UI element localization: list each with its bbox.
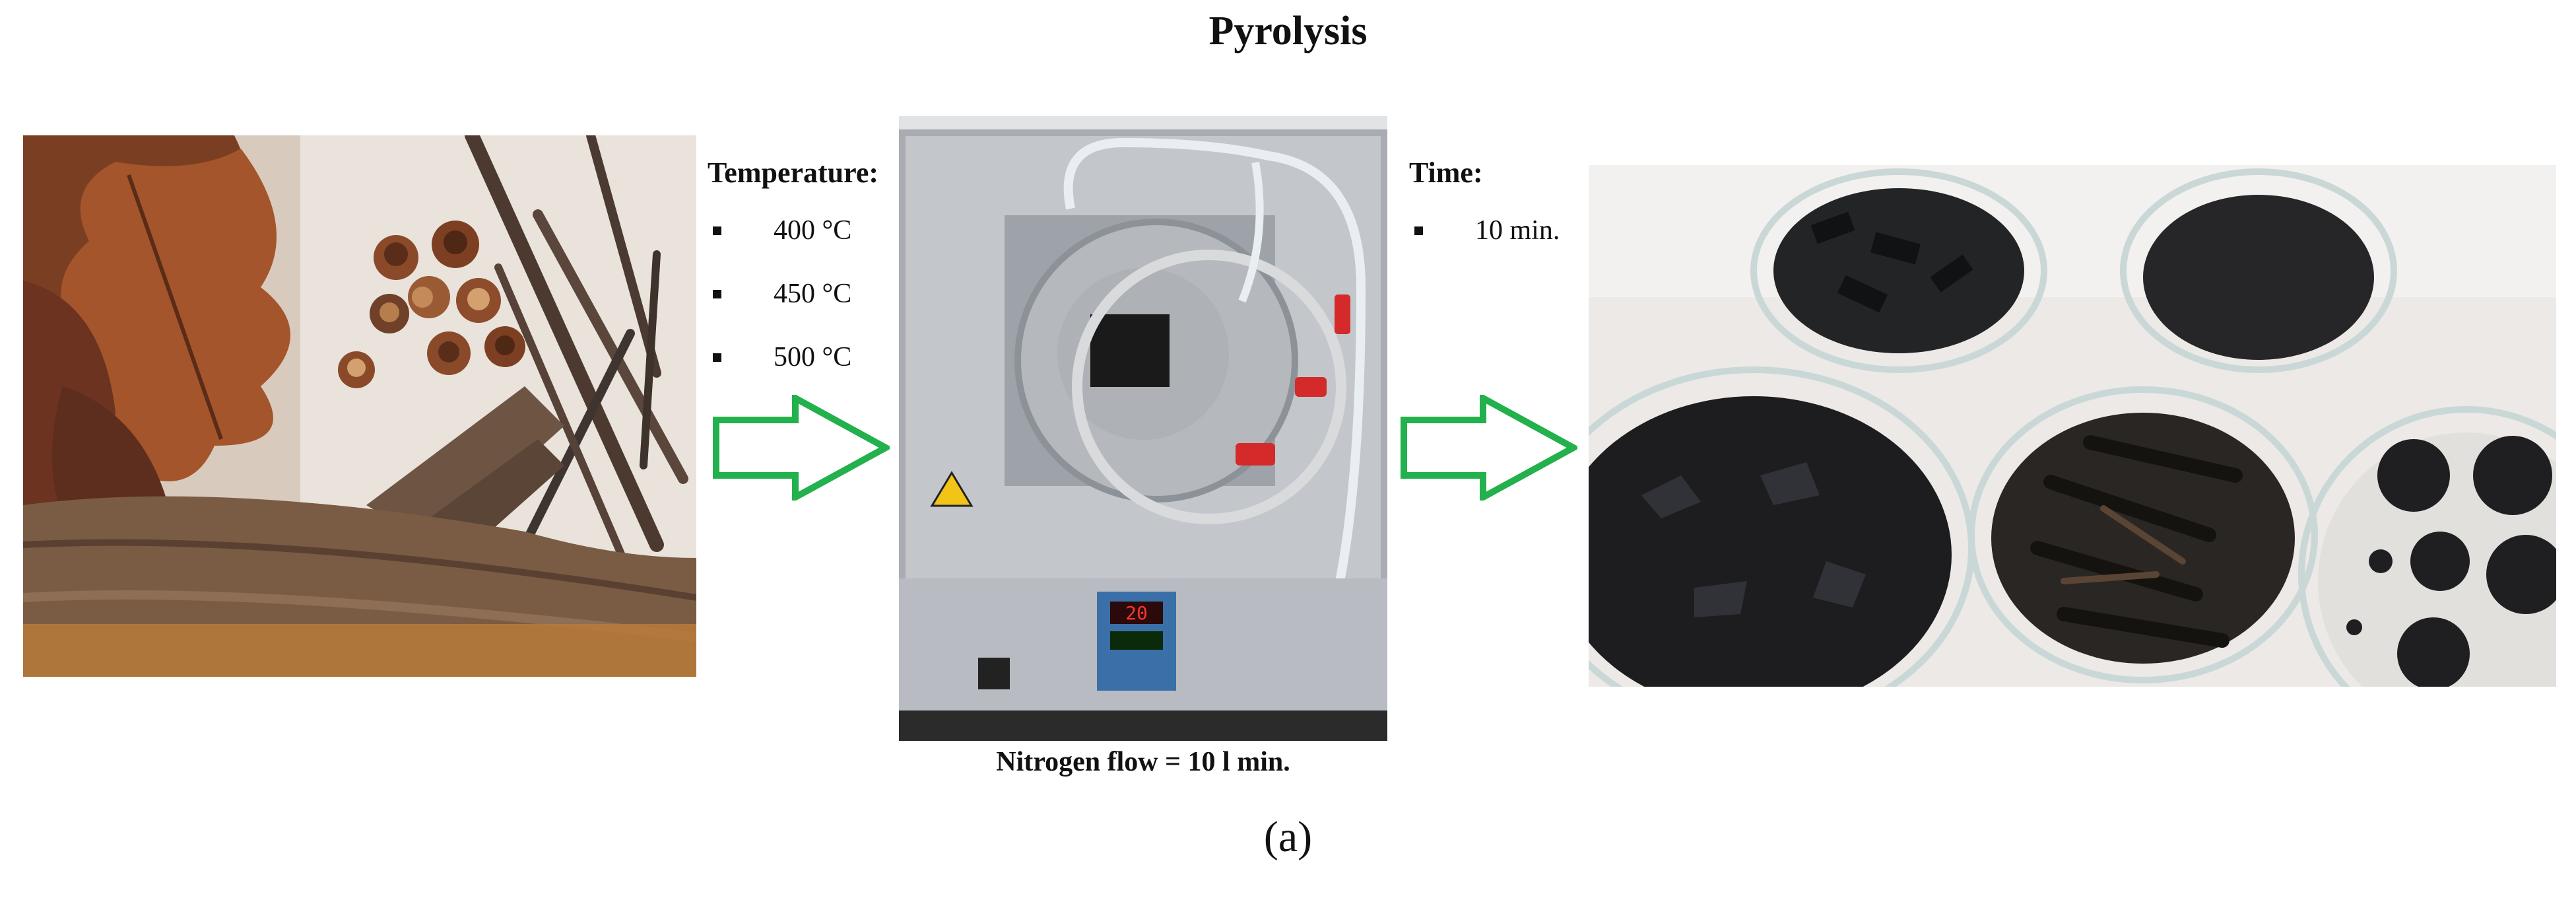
time-item-text: 10 min. — [1475, 215, 1560, 246]
time-list: 10 min. — [1409, 215, 1560, 278]
bullet-icon — [713, 353, 721, 362]
temperature-item-text: 450 °C — [774, 279, 852, 309]
temperature-item: 400 °C — [708, 215, 851, 278]
nitrogen-flow-caption: Nitrogen flow = 10 l min. — [996, 747, 1290, 777]
right-arrow-icon — [1401, 395, 1577, 501]
biomass-photo — [23, 135, 696, 677]
temperature-item-text: 400 °C — [774, 215, 852, 246]
temperature-label: Temperature: — [708, 156, 879, 189]
temperature-item-text: 500 °C — [774, 342, 852, 372]
temperature-list: 400 °C 450 °C 500 °C — [708, 215, 851, 405]
biochar-petri-dishes-photo — [1589, 165, 2556, 687]
diagram-title: Pyrolysis — [1208, 9, 1368, 53]
temperature-item: 450 °C — [708, 278, 851, 341]
pyrolysis-furnace-photo: 20 — [899, 116, 1387, 741]
temperature-item: 500 °C — [708, 341, 851, 405]
panel-label: (a) — [1263, 813, 1313, 861]
right-arrow-icon — [713, 395, 890, 501]
bullet-icon — [713, 290, 721, 298]
time-label: Time: — [1409, 156, 1483, 189]
furnace-display: 20 — [1125, 602, 1148, 624]
bullet-icon — [713, 226, 721, 235]
bullet-icon — [1414, 226, 1423, 235]
time-item: 10 min. — [1409, 215, 1560, 278]
